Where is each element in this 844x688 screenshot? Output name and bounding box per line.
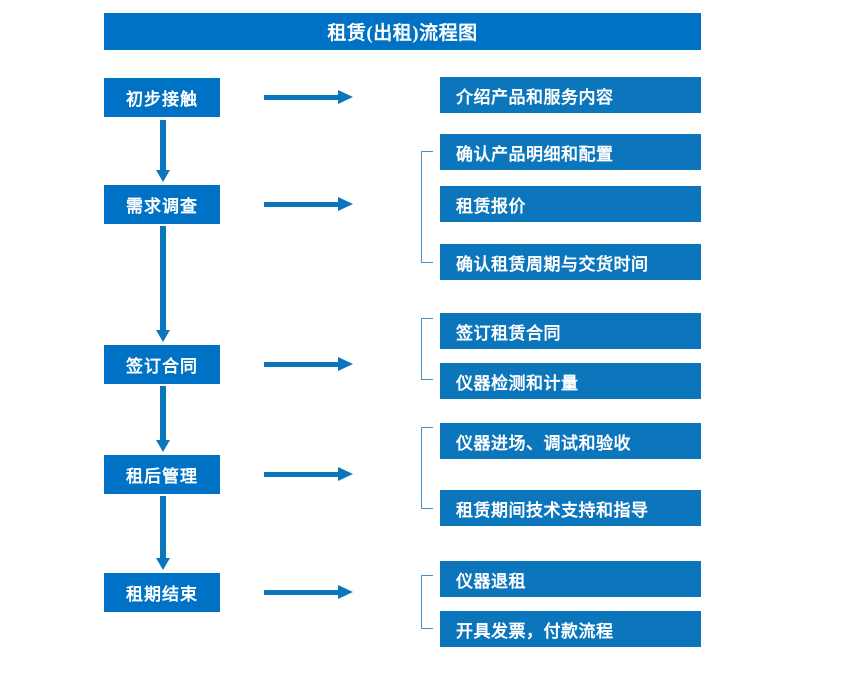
detail-box-invoice-payment[interactable]: 开具发票，付款流程 — [440, 611, 701, 647]
horizontal-arrow-sign-contract — [264, 356, 354, 372]
horizontal-arrow-requirement-survey — [264, 196, 354, 212]
vertical-arrow-management-to-leaseend — [156, 496, 170, 570]
vertical-arrow-survey-to-contract — [156, 226, 170, 342]
detail-box-confirm-lease-period[interactable]: 确认租赁周期与交货时间 — [440, 244, 701, 280]
detail-box-instrument-inspection[interactable]: 仪器检测和计量 — [440, 363, 701, 399]
detail-box-rental-quotation[interactable]: 租赁报价 — [440, 186, 701, 222]
horizontal-arrow-initial-contact — [264, 89, 354, 105]
detail-box-technical-support[interactable]: 租赁期间技术支持和指导 — [440, 490, 701, 526]
stage-box-requirement-survey[interactable]: 需求调查 — [104, 185, 220, 224]
detail-box-sign-lease-contract[interactable]: 签订租赁合同 — [440, 313, 701, 349]
stage-box-initial-contact[interactable]: 初步接触 — [104, 78, 220, 117]
horizontal-arrow-lease-end — [264, 584, 354, 600]
bracket-sign-contract-group — [421, 318, 433, 380]
page-title: 租赁(出租)流程图 — [104, 13, 701, 50]
stage-box-lease-end[interactable]: 租期结束 — [104, 573, 220, 612]
vertical-arrow-initial-to-survey — [156, 120, 170, 182]
bracket-post-rental-management-group — [421, 427, 433, 509]
detail-box-instrument-return[interactable]: 仪器退租 — [440, 561, 701, 597]
horizontal-arrow-post-rental-management — [264, 466, 354, 482]
bracket-requirement-survey-group — [421, 151, 433, 263]
vertical-arrow-contract-to-management — [156, 386, 170, 452]
detail-box-introduce-products[interactable]: 介绍产品和服务内容 — [440, 77, 701, 113]
stage-box-sign-contract[interactable]: 签订合同 — [104, 345, 220, 384]
bracket-lease-end-group — [421, 575, 433, 629]
detail-box-confirm-product-spec[interactable]: 确认产品明细和配置 — [440, 134, 701, 170]
detail-box-instrument-entry[interactable]: 仪器进场、调试和验收 — [440, 423, 701, 459]
stage-box-post-rental-management[interactable]: 租后管理 — [104, 455, 220, 494]
